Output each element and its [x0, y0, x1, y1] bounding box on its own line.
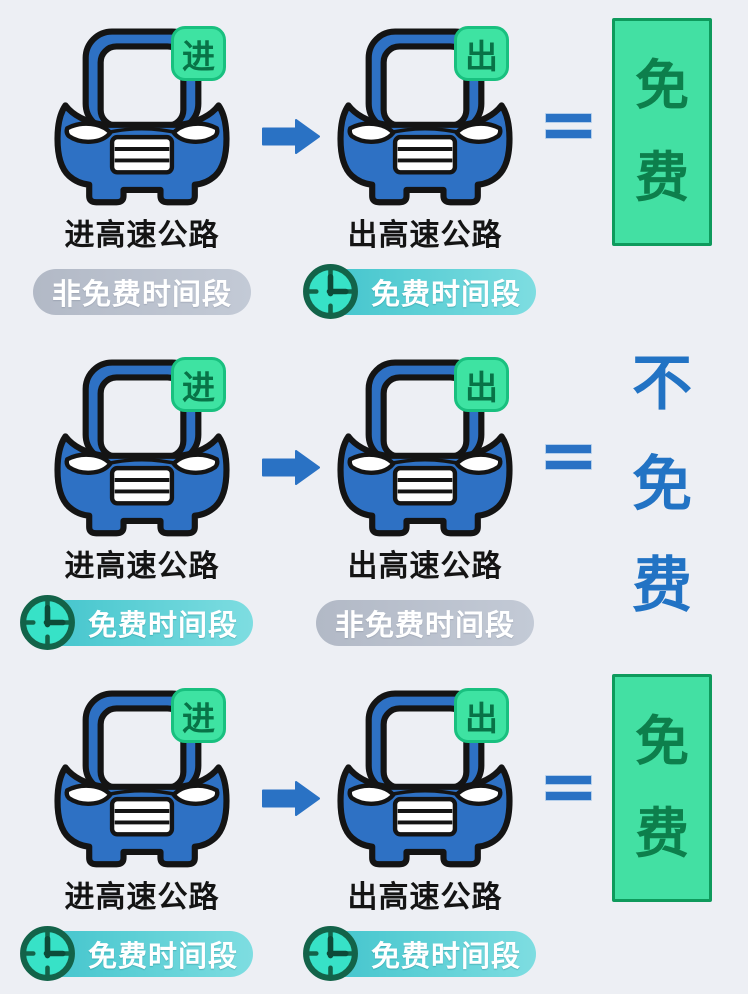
enter-car-group: 进 进高速公路 免费时间段	[22, 688, 262, 977]
equals-icon	[545, 113, 592, 139]
car-front-icon: 进	[54, 26, 230, 206]
entry-badge: 进	[171, 688, 226, 743]
exit-car-group: 出 出高速公路 免费时间段	[305, 26, 545, 315]
clock-icon	[17, 592, 78, 653]
time-pill-nonfree: 非免费时间段	[33, 269, 251, 315]
result-char: 费	[635, 148, 689, 208]
result-char: 免	[635, 56, 689, 116]
entry-badge-label: 进	[182, 368, 215, 406]
result-char: 免	[632, 451, 692, 518]
time-pill-free: 免费时间段	[31, 600, 253, 646]
time-pill-nonfree: 非免费时间段	[316, 600, 534, 646]
car-front-icon: 出	[337, 26, 513, 206]
enter-highway-label: 进高速公路	[64, 550, 220, 583]
exit-highway-label: 出高速公路	[347, 881, 503, 914]
result-char: 费	[632, 552, 692, 619]
exit-car-group: 出 出高速公路 非免费时间段	[305, 357, 545, 646]
exit-badge: 出	[454, 26, 509, 81]
enter-highway-label: 进高速公路	[64, 219, 220, 252]
scenario-row-2: 进 进高速公路 免费时间段 出 出高速公路 非免费时间段	[0, 331, 748, 662]
equals-icon	[545, 444, 592, 470]
entry-badge-label: 进	[182, 37, 215, 75]
pill-label: 免费时间段	[87, 941, 238, 973]
equals-icon	[545, 775, 592, 801]
result-free-block: 免 费	[612, 18, 712, 246]
enter-car-group: 进 进高速公路 免费时间段	[22, 357, 262, 646]
clock-icon	[17, 923, 78, 984]
pill-label: 非免费时间段	[334, 610, 515, 642]
car-front-icon: 进	[54, 688, 230, 868]
car-front-icon: 出	[337, 357, 513, 537]
exit-highway-label: 出高速公路	[347, 550, 503, 583]
result-char: 不	[632, 350, 692, 417]
clock-icon	[300, 923, 361, 984]
result-free-block: 免 费	[612, 674, 712, 902]
pill-label: 非免费时间段	[51, 279, 232, 311]
car-front-icon: 进	[54, 357, 230, 537]
exit-badge-label: 出	[465, 368, 498, 406]
result-char: 免	[635, 712, 689, 772]
exit-badge-label: 出	[465, 699, 498, 737]
pill-label: 免费时间段	[370, 279, 521, 311]
result-not-free-text: 不 免 费	[610, 333, 714, 636]
exit-badge: 出	[454, 357, 509, 412]
pill-label: 免费时间段	[87, 610, 238, 642]
pill-label: 免费时间段	[370, 941, 521, 973]
scenario-row-3: 进 进高速公路 免费时间段 出 出高速公路 免费时间	[0, 662, 748, 994]
time-pill-free: 免费时间段	[314, 269, 536, 315]
enter-car-group: 进 进高速公路 非免费时间段	[22, 26, 262, 315]
enter-highway-label: 进高速公路	[64, 881, 220, 914]
exit-badge: 出	[454, 688, 509, 743]
result-char: 费	[635, 804, 689, 864]
clock-icon	[300, 261, 361, 322]
time-pill-free: 免费时间段	[31, 931, 253, 977]
entry-badge-label: 进	[182, 699, 215, 737]
scenario-row-1: 进 进高速公路 非免费时间段 出 出高速公路 免费时间段	[0, 0, 748, 331]
entry-badge: 进	[171, 357, 226, 412]
car-front-icon: 出	[337, 688, 513, 868]
entry-badge: 进	[171, 26, 226, 81]
time-pill-free: 免费时间段	[314, 931, 536, 977]
exit-highway-label: 出高速公路	[347, 219, 503, 252]
exit-car-group: 出 出高速公路 免费时间段	[305, 688, 545, 977]
exit-badge-label: 出	[465, 37, 498, 75]
